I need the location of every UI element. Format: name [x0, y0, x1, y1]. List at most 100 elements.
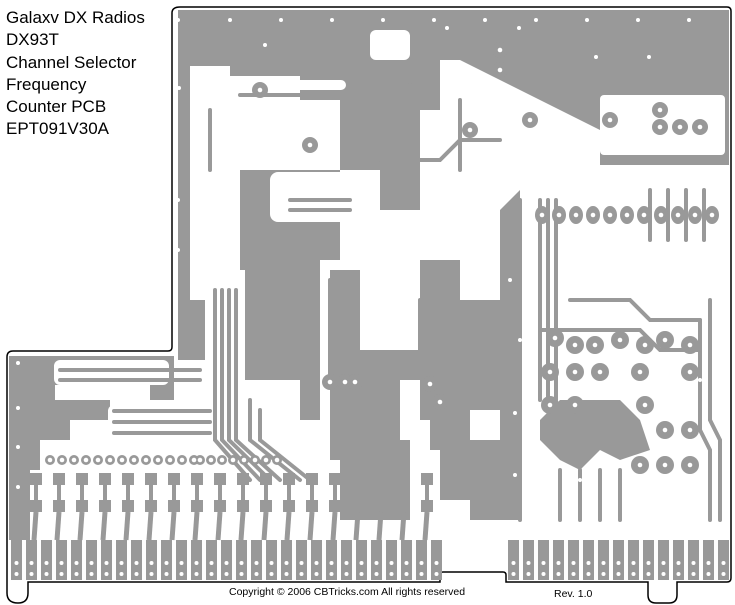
drill-hole: [352, 379, 358, 385]
via: [254, 572, 259, 576]
drill-hole: [119, 457, 125, 463]
trace: [54, 511, 62, 541]
drill-hole: [155, 457, 161, 463]
via: [511, 572, 516, 576]
via: [14, 561, 19, 565]
drill-hole: [572, 342, 578, 348]
smd-pad: [375, 500, 387, 512]
drill-hole: [624, 212, 630, 218]
drill-hole: [179, 457, 185, 463]
drill-hole: [687, 342, 693, 348]
via: [330, 18, 334, 22]
via: [176, 18, 180, 22]
title-line-brand: Galaxv DX Radios: [6, 8, 145, 27]
smd-pad: [76, 500, 88, 512]
smd-pad: [260, 473, 272, 485]
trace: [238, 511, 246, 541]
trace: [330, 511, 338, 541]
smd-pad: [306, 500, 318, 512]
via: [164, 561, 169, 565]
via: [239, 572, 244, 576]
via: [646, 572, 651, 576]
drill-hole: [590, 212, 596, 218]
edge-connector-finger: [401, 540, 412, 580]
drill-hole: [617, 337, 623, 343]
drill-hole: [607, 212, 613, 218]
edge-connector-finger: [191, 540, 202, 580]
via: [526, 572, 531, 576]
via: [299, 572, 304, 576]
drill-hole: [592, 342, 598, 348]
edge-connector-finger: [583, 540, 594, 580]
smd-pad: [329, 500, 341, 512]
via-holes: [14, 18, 726, 576]
edge-connector-finger: [266, 540, 277, 580]
edge-connector-finger: [221, 540, 232, 580]
via: [263, 43, 267, 47]
drill-hole: [662, 337, 668, 343]
smd-pad: [191, 500, 203, 512]
ground-pour-left-strip: [9, 470, 30, 540]
via: [164, 572, 169, 576]
drill-hole: [307, 142, 313, 148]
title-line-function-2: Counter PCB: [6, 97, 107, 117]
via: [419, 561, 424, 565]
ground-pour-top: [178, 10, 729, 210]
edge-connector-finger: [356, 540, 367, 580]
via: [239, 561, 244, 565]
clearance: [370, 30, 410, 60]
title-line-function-1: Frequency: [6, 74, 87, 94]
via: [586, 561, 591, 565]
via: [646, 561, 651, 565]
drill-hole: [143, 457, 149, 463]
via: [359, 572, 364, 576]
via: [89, 561, 94, 565]
via: [556, 561, 561, 565]
via: [119, 561, 124, 565]
drill-hole: [607, 117, 613, 123]
via: [149, 572, 154, 576]
via: [194, 572, 199, 576]
trace: [220, 288, 262, 482]
edge-connector-finger: [326, 540, 337, 580]
edge-connector-finger: [598, 540, 609, 580]
drill-hole: [83, 457, 89, 463]
title-line-board-type: Channel Selector: [6, 52, 137, 72]
via: [16, 485, 20, 489]
via: [74, 572, 79, 576]
clearance: [270, 172, 350, 222]
drill-hole: [642, 402, 648, 408]
edge-connector-finger: [101, 540, 112, 580]
via: [691, 561, 696, 565]
via: [578, 478, 582, 482]
via: [616, 561, 621, 565]
smd-pad: [283, 473, 295, 485]
via: [89, 572, 94, 576]
drill-hole: [637, 369, 643, 375]
smd-pad: [168, 473, 180, 485]
trace: [708, 298, 722, 522]
via: [176, 248, 180, 252]
drill-hole: [131, 457, 137, 463]
via: [513, 473, 517, 477]
via: [209, 572, 214, 576]
edge-connector-finger: [673, 540, 684, 580]
drill-hole: [597, 369, 603, 375]
drill-hole: [427, 381, 433, 387]
via: [616, 572, 621, 576]
via: [594, 55, 598, 59]
via: [177, 86, 181, 90]
edge-connector-finger: [658, 540, 669, 580]
via: [149, 561, 154, 565]
edge-connector-finger: [613, 540, 624, 580]
smd-pad: [122, 473, 134, 485]
via: [706, 572, 711, 576]
via: [706, 561, 711, 565]
smd-pad: [214, 473, 226, 485]
via: [601, 561, 606, 565]
via: [721, 572, 726, 576]
via: [586, 572, 591, 576]
edge-connector-finger: [568, 540, 579, 580]
via: [374, 572, 379, 576]
drill-hole: [687, 427, 693, 433]
